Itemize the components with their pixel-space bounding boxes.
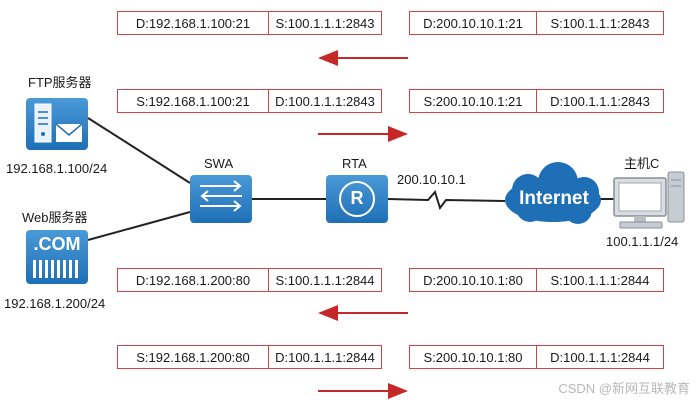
packet-field: D:100.1.1.1:2843 [536,90,663,112]
packet-field: S:100.1.1.1:2843 [268,12,381,34]
ftp-server-label: FTP服务器 [28,75,92,90]
server-mail-icon [26,98,88,150]
packet-box: D:200.10.10.1:80 S:100.1.1.1:2844 [409,268,664,292]
switch-icon [190,175,252,223]
packet-box: S:200.10.10.1:80 D:100.1.1.1:2844 [409,345,664,369]
link-web-swa [87,211,191,241]
link-rta-internet [387,189,506,211]
rta-label: RTA [342,156,367,171]
packet-field: D:100.1.1.1:2844 [536,346,663,368]
hostc-label: 主机C [624,156,660,171]
link-ftp-swa [87,117,191,184]
packet-field: D:100.1.1.1:2844 [268,346,381,368]
packet-field: S:100.1.1.1:2844 [268,269,381,291]
packet-field: D:200.10.10.1:80 [423,272,523,288]
router-icon-letter: R [350,188,364,208]
cloud-icon [505,162,601,224]
swa-label: SWA [204,156,234,171]
packet-box: D:200.10.10.1:21 S:100.1.1.1:2843 [409,11,664,35]
web-server-label: Web服务器 [22,210,88,225]
network-links [87,117,614,241]
router-icon [326,175,388,223]
packet-box: D:192.168.1.200:80 S:100.1.1.1:2844 [117,268,382,292]
packet-box: S:192.168.1.100:21 D:100.1.1.1:2843 [117,89,382,113]
packet-box: D:192.168.1.100:21 S:100.1.1.1:2843 [117,11,382,35]
packet-field: S:200.10.10.1:21 [423,93,523,109]
watermark: CSDN @新网互联教育 [558,381,690,396]
packet-field: S:192.168.1.100:21 [136,93,250,109]
packet-field: S:100.1.1.1:2844 [536,269,663,291]
hostc-ip: 100.1.1.1/24 [606,234,679,249]
packet-box: S:200.10.10.1:21 D:100.1.1.1:2843 [409,89,664,113]
rta-ip: 200.10.10.1 [397,172,466,187]
packet-field: D:192.168.1.200:80 [135,272,251,288]
web-server-ip: 192.168.1.200/24 [4,296,106,311]
packet-field: D:192.168.1.100:21 [135,15,251,31]
web-server-icon-text: .COM [33,234,81,254]
ftp-server-ip: 192.168.1.100/24 [6,161,108,176]
packet-field: S:192.168.1.200:80 [136,349,250,365]
desktop-computer-icon [613,171,685,229]
packet-field: D:200.10.10.1:21 [423,15,523,31]
internet-label: Internet [519,188,589,209]
packet-field: D:100.1.1.1:2843 [268,90,381,112]
packet-box: S:192.168.1.200:80 D:100.1.1.1:2844 [117,345,382,369]
packet-field: S:100.1.1.1:2843 [536,12,663,34]
web-server-icon [26,230,88,284]
packet-field: S:200.10.10.1:80 [423,349,523,365]
